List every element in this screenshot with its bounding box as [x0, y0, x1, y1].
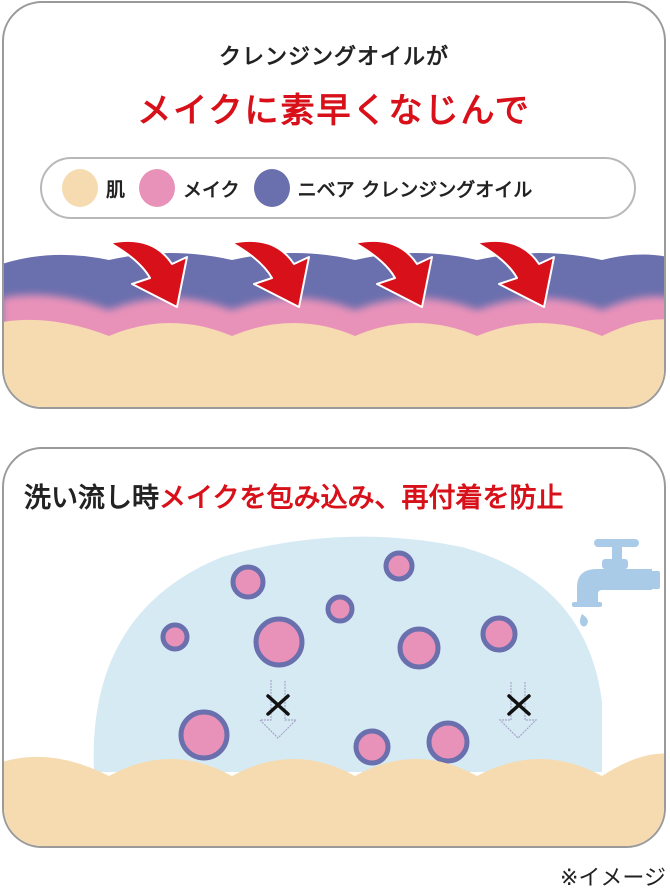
headline-black-part: 洗い流し時: [24, 483, 159, 514]
panel-makeup-blending: クレンジングオイルが メイクに素早くなじんで 肌 メイク ニベア クレンジングオ…: [2, 1, 666, 409]
legend-item-skin: 肌: [62, 169, 125, 207]
skin-layer: [4, 753, 664, 846]
faucet-icon: [572, 539, 660, 627]
legend-item-makeup: メイク: [139, 169, 240, 207]
arrows-group: [109, 239, 555, 308]
legend-label: メイク: [183, 178, 240, 201]
curved-arrow-icon: [231, 239, 310, 308]
headline-red-part: メイクを包み込み、再付着を防止: [159, 483, 564, 514]
blocked-arrow-icon: [258, 680, 538, 739]
oil-swatch-icon: [253, 169, 290, 207]
panel-rinse-off: [2, 447, 666, 848]
rinse-illustration: [4, 536, 664, 846]
curved-arrow-icon: [354, 239, 433, 308]
legend-item-oil: ニベア クレンジングオイル: [253, 169, 533, 207]
x-mark-icon: [266, 694, 531, 716]
legend-label: 肌: [106, 178, 126, 201]
legend: 肌 メイク ニベア クレンジングオイル: [40, 157, 636, 219]
panel1-headline: メイクに素早くなじんで: [137, 91, 531, 131]
panel2-headline: 洗い流し時メイクを包み込み、再付着を防止: [24, 476, 563, 515]
curved-arrow-icon: [476, 239, 555, 308]
skin-layer: [4, 319, 664, 407]
water-bubble: [93, 536, 602, 772]
skin-layers-illustration: [4, 239, 664, 407]
makeup-swatch-icon: [139, 169, 176, 207]
legend-label: ニベア クレンジングオイル: [297, 178, 533, 201]
skin-swatch-icon: [62, 169, 98, 207]
curved-arrow-icon: [109, 239, 188, 308]
panel1-subtitle: クレンジングオイルが: [218, 45, 449, 70]
image-note: ※イメージ: [560, 866, 666, 891]
makeup-particles: [160, 550, 518, 766]
